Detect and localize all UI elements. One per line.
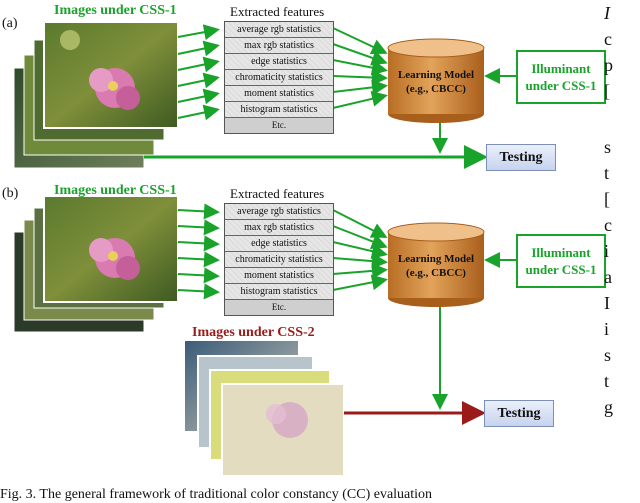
feature-item: edge statistics (225, 54, 333, 70)
text-fragment (604, 104, 613, 134)
image-stack-b (13, 195, 179, 333)
figure-caption: Fig. 3. The general framework of traditi… (0, 487, 433, 502)
learning-model-cylinder-b (387, 222, 485, 307)
illuminant-label: Illuminant (531, 245, 591, 260)
features-list-a: average rgb statistics max rgb statistic… (224, 21, 334, 134)
panel-label-a: (a) (2, 16, 18, 31)
image-stack-css2 (183, 339, 345, 477)
text-fragment: [ (604, 189, 610, 209)
text-fragment: [ (604, 81, 610, 101)
text-fragment: t (604, 371, 610, 391)
model-name: Learning Model (397, 253, 475, 265)
feature-item: max rgb statistics (225, 220, 333, 236)
feature-item: average rgb statistics (225, 22, 333, 38)
feature-item-etc: Etc. (225, 300, 333, 315)
text-fragment: c (604, 215, 612, 235)
text-fragment: g (604, 397, 613, 417)
illuminant-box-a: Illuminant under CSS-1 (516, 50, 606, 104)
feature-item: chromaticity statistics (225, 70, 333, 86)
feature-item: average rgb statistics (225, 204, 333, 220)
text-fragment: t (604, 163, 610, 183)
text-fragment: s (604, 137, 612, 157)
features-title-b: Extracted features (230, 186, 325, 201)
text-fragment: i (604, 319, 610, 339)
model-example: (e.g., CBCC) (406, 267, 466, 279)
illuminant-sublabel: under CSS-1 (525, 78, 597, 93)
arrows-features-to-model-a (332, 27, 388, 109)
model-name: Learning Model (397, 69, 475, 81)
arrows-image-to-features-a (177, 24, 220, 121)
testing-box-b: Testing (484, 400, 554, 427)
text-fragment: I (604, 293, 610, 313)
text-fragment: a (604, 267, 612, 287)
model-label-a: Learning Model (e.g., CBCC) (390, 68, 482, 96)
feature-item: moment statistics (225, 268, 333, 284)
model-example: (e.g., CBCC) (406, 83, 466, 95)
features-list-b: average rgb statistics max rgb statistic… (224, 203, 334, 316)
text-fragment: c (604, 29, 612, 49)
panel-label-b: (b) (2, 186, 19, 201)
feature-item: histogram statistics (225, 102, 333, 118)
feature-item: max rgb statistics (225, 38, 333, 54)
cropped-text-column: I c p [ s t [ c i a I i s t g (604, 0, 613, 420)
learning-model-cylinder-a (387, 38, 485, 123)
feature-item: moment statistics (225, 86, 333, 102)
illuminant-label: Illuminant (531, 61, 591, 76)
illuminant-box-b: Illuminant under CSS-1 (516, 234, 606, 288)
arrows-features-to-model-b (332, 209, 388, 291)
testing-box-a: Testing (486, 144, 556, 171)
images-title-css2: Images under CSS-2 (192, 325, 315, 340)
features-title-a: Extracted features (230, 4, 325, 19)
text-fragment: i (604, 241, 610, 261)
text-fragment: p (604, 55, 613, 75)
illuminant-sublabel: under CSS-1 (525, 262, 597, 277)
model-label-b: Learning Model (e.g., CBCC) (390, 252, 482, 280)
feature-item: edge statistics (225, 236, 333, 252)
feature-item: histogram statistics (225, 284, 333, 300)
image-stack-a (13, 21, 179, 169)
feature-item-etc: Etc. (225, 118, 333, 133)
images-title-b: Images under CSS-1 (54, 183, 177, 198)
text-fragment: s (604, 345, 612, 365)
feature-item: chromaticity statistics (225, 252, 333, 268)
images-title-a: Images under CSS-1 (54, 3, 177, 18)
text-fragment: I (604, 3, 610, 23)
arrows-image-to-features-b (177, 203, 220, 300)
